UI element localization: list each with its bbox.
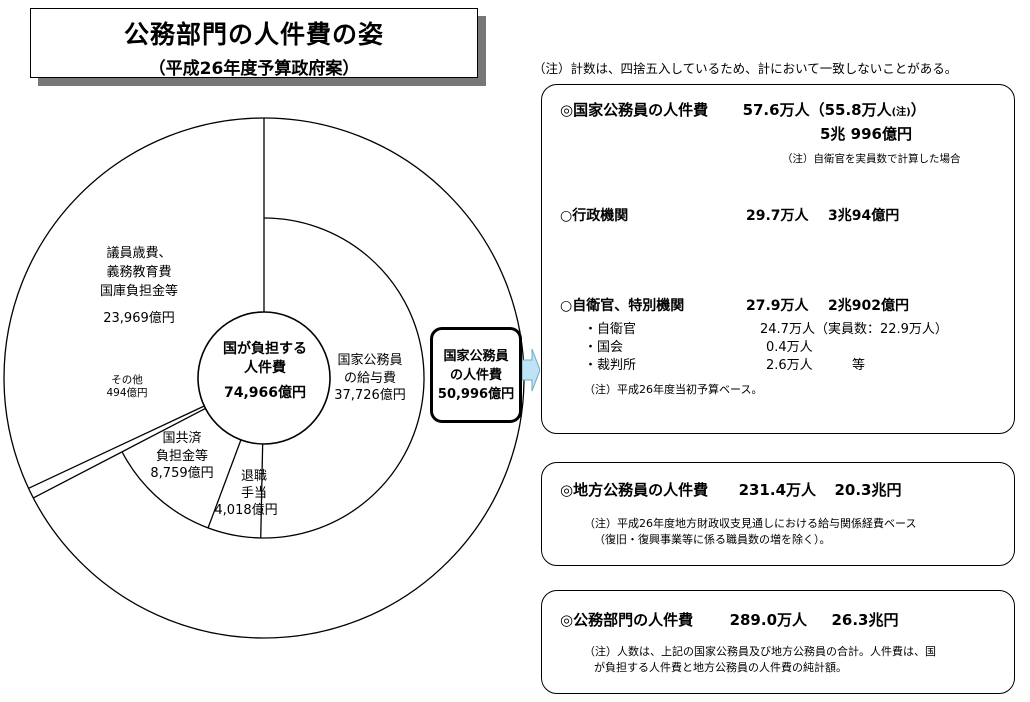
slice-value: 37,726億円 bbox=[334, 388, 406, 404]
public-heading-text: ◎公務部門の人件費 bbox=[560, 611, 694, 629]
sdf-item-label: ・裁判所 bbox=[584, 358, 637, 373]
national-panel: ◎国家公務員の人件費 57.6万人（55.8万人(注)） 5兆 996億円 （注… bbox=[541, 84, 1015, 434]
title-box: 公務部門の人件費の姿 （平成26年度予算政府案） bbox=[30, 8, 478, 79]
rounding-note: （注）計数は、四捨五入しているため、計において一致しないことがある。 bbox=[533, 61, 958, 76]
center-label-line1: 国が負担する bbox=[223, 341, 307, 357]
sdf-item-value: 0.4万人 bbox=[766, 340, 813, 355]
sdf-amount: 2兆902億円 bbox=[828, 298, 909, 314]
public-note-2: が負担する人件費と地方公務員の人件費の純計額。 bbox=[594, 661, 847, 674]
public-panel: ◎公務部門の人件費 289.0万人 26.3兆円 （注）人数は、上記の国家公務員… bbox=[541, 590, 1015, 694]
local-note-1: （注）平成26年度地方財政収支見通しにおける給与関係経費ベース bbox=[584, 517, 917, 530]
slice-label-taishoku: 退職 手当 4,018億円 bbox=[204, 469, 288, 520]
slice-label-line: その他 bbox=[111, 374, 143, 386]
slice-label-kokka-kyuyo: 国家公務員 の給与費 37,726億円 bbox=[322, 352, 418, 405]
slice-boundary bbox=[28, 405, 205, 489]
local-heading-text: ◎地方公務員の人件費 bbox=[560, 481, 709, 499]
slice-label-sonota: その他 494億円 bbox=[96, 374, 158, 400]
local-note-2: （復旧・復興事業等に係る職員数の増を除く）。 bbox=[594, 533, 831, 546]
admin-amount: 3兆94億円 bbox=[828, 208, 900, 224]
sdf-row: ○自衛官、特別機関 27.9万人 2兆902億円 bbox=[560, 295, 909, 315]
slice-value: 8,759億円 bbox=[150, 466, 214, 482]
sdf-persons: 27.9万人 bbox=[746, 298, 809, 314]
slice-label-line: 国庫負担金等 bbox=[99, 283, 178, 299]
slice-value: 23,969億円 bbox=[103, 310, 175, 326]
slice-label-line: 退職 bbox=[240, 469, 267, 484]
local-persons: 231.4万人 bbox=[738, 481, 817, 499]
budget-note: （注）平成26年度当初予算ベース。 bbox=[584, 383, 763, 396]
slice-boundary bbox=[33, 407, 206, 499]
sdf-item-kokkai: ・国会 0.4万人 bbox=[584, 336, 813, 355]
local-amount: 20.3兆円 bbox=[834, 481, 902, 499]
public-amount: 26.3兆円 bbox=[831, 611, 899, 629]
public-note-1: （注）人数は、上記の国家公務員及び地方公務員の合計。人件費は、国 bbox=[584, 645, 936, 658]
national-heading-text: ◎国家公務員の人件費 bbox=[560, 101, 709, 119]
arrow-right-icon bbox=[522, 348, 540, 392]
callout-line: の人件費 bbox=[449, 367, 502, 383]
sdf-item-label: ・自衛官 bbox=[584, 322, 637, 337]
slice-label-line: 国家公務員 bbox=[337, 353, 403, 368]
national-footnote: （注）自衛官を実員数で計算した場合 bbox=[782, 153, 961, 165]
national-persons: 57.6万人（55.8万人 bbox=[742, 101, 892, 119]
slice-label-line: 義務教育費 bbox=[106, 264, 172, 280]
slice-boundary bbox=[260, 443, 264, 538]
callout-line: 国家公務員 bbox=[443, 349, 509, 364]
local-panel: ◎地方公務員の人件費 231.4万人 20.3兆円 （注）平成26年度地方財政収… bbox=[541, 462, 1015, 566]
slice-value: 4,018億円 bbox=[214, 502, 278, 518]
page-title: 公務部門の人件費の姿 bbox=[123, 20, 384, 49]
national-persons-note: (注) bbox=[891, 107, 911, 118]
sdf-item-value: 24.7万人（実員数：22.9万人） bbox=[760, 322, 948, 337]
group-arc bbox=[121, 217, 425, 539]
slice-label-line: の給与費 bbox=[343, 370, 396, 386]
center-label: 国が負担する 人件費 74,966億円 bbox=[210, 340, 320, 403]
center-label-line2: 人件費 bbox=[244, 359, 286, 376]
slice-value: 494億円 bbox=[106, 387, 148, 400]
admin-label: ○行政機関 bbox=[560, 208, 629, 224]
public-persons: 289.0万人 bbox=[729, 611, 808, 629]
sdf-label: ○自衛官、特別機関 bbox=[560, 298, 685, 314]
national-amount: 5兆 996億円 bbox=[820, 125, 912, 143]
sdf-item-extra: 等 bbox=[852, 358, 866, 373]
sdf-item-label: ・国会 bbox=[584, 340, 624, 355]
slice-label-giin: 議員歳費、 義務教育費 国庫負担金等 23,969億円 bbox=[76, 245, 202, 328]
slice-label-line: 負担金等 bbox=[155, 448, 208, 464]
national-heading: ◎国家公務員の人件費 57.6万人（55.8万人(注)） bbox=[560, 99, 926, 120]
donut-chart bbox=[3, 117, 525, 639]
admin-row: ○行政機関 29.7万人 3兆94億円 bbox=[560, 205, 899, 225]
slice-label-kyosai: 国共済 負担金等 8,759億円 bbox=[136, 430, 228, 483]
sdf-item-jieikan: ・自衛官 24.7万人（実員数：22.9万人） bbox=[584, 318, 948, 337]
admin-persons: 29.7万人 bbox=[746, 208, 809, 224]
public-heading: ◎公務部門の人件費 289.0万人 26.3兆円 bbox=[560, 609, 899, 630]
slice-label-line: 議員歳費、 bbox=[106, 246, 172, 261]
national-persons-close: ） bbox=[910, 101, 926, 119]
outer-group-callout: 国家公務員 の人件費 50,996億円 bbox=[430, 327, 522, 423]
local-heading: ◎地方公務員の人件費 231.4万人 20.3兆円 bbox=[560, 479, 902, 500]
page-subtitle: （平成26年度予算政府案） bbox=[148, 59, 360, 79]
slice-label-line: 手当 bbox=[240, 485, 267, 501]
slice-label-line: 国共済 bbox=[162, 431, 202, 446]
sdf-item-saibansho: ・裁判所 2.6万人 等 bbox=[584, 354, 865, 373]
slice-boundary bbox=[207, 439, 242, 529]
center-value: 74,966億円 bbox=[223, 384, 307, 401]
sdf-item-value: 2.6万人 bbox=[766, 358, 813, 373]
callout-value: 50,996億円 bbox=[437, 386, 515, 402]
